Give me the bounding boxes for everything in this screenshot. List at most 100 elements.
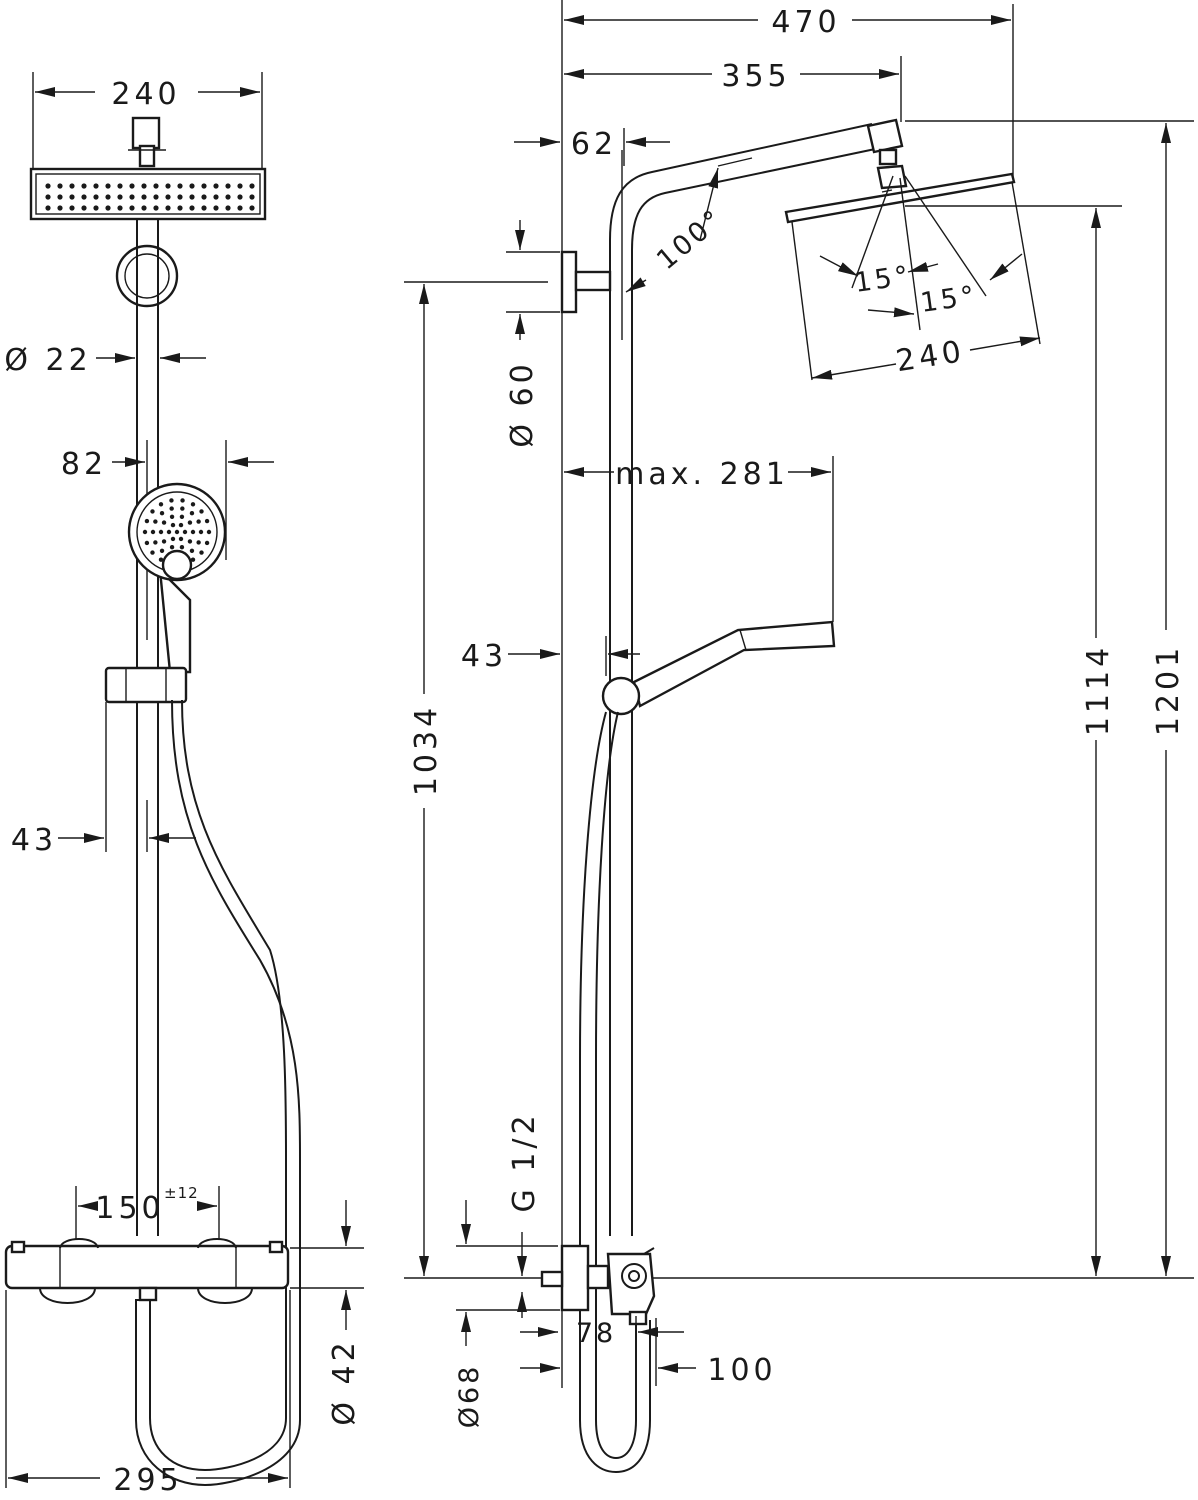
nozzle-dot bbox=[81, 205, 87, 211]
nozzle-dot bbox=[150, 509, 155, 514]
nozzle-dot bbox=[178, 536, 184, 542]
side-total-height-dimension: 1201 bbox=[905, 120, 1194, 1276]
nozzle-dot bbox=[198, 529, 204, 535]
front-handshower bbox=[127, 482, 227, 674]
nozzle-dot bbox=[93, 183, 99, 189]
side-thermostat-depth-dimension: 100 bbox=[520, 1318, 773, 1388]
nozzle-dot bbox=[117, 194, 123, 200]
nozzle-dot bbox=[179, 514, 185, 519]
nozzle-dot bbox=[249, 205, 255, 211]
nozzle-dot bbox=[159, 511, 165, 516]
nozzle-dot bbox=[153, 205, 159, 211]
nozzle-dot bbox=[161, 539, 167, 544]
nozzle-dot bbox=[187, 539, 193, 544]
side-rosette-diameter-dimension: Ø68 bbox=[454, 1292, 560, 1428]
side-hose bbox=[579, 711, 651, 1474]
nozzle-dot bbox=[142, 529, 148, 535]
nozzle-dot bbox=[81, 194, 87, 200]
side-bracket-diameter-label: Ø 60 bbox=[505, 360, 540, 447]
front-thermostat-diameter-dimension: Ø 42 bbox=[290, 1200, 364, 1426]
nozzle-dot bbox=[141, 183, 147, 189]
nozzle-dot bbox=[237, 194, 243, 200]
side-head-height-dimension: 1114 bbox=[1081, 208, 1116, 1276]
nozzle-dot bbox=[196, 519, 201, 524]
nozzle-dot bbox=[159, 548, 165, 553]
nozzle-dot bbox=[150, 529, 156, 535]
nozzle-dot bbox=[169, 545, 175, 550]
nozzle-dot bbox=[189, 511, 195, 516]
nozzle-dot bbox=[213, 205, 219, 211]
nozzle-dot bbox=[180, 506, 185, 511]
nozzle-dot bbox=[141, 194, 147, 200]
nozzle-dot bbox=[158, 502, 164, 507]
nozzle-dot bbox=[45, 194, 51, 200]
side-head-width-dimension: 240 bbox=[811, 334, 1041, 380]
side-head-height-label: 1114 bbox=[1081, 644, 1116, 736]
side-wall-offset-label: 62 bbox=[571, 127, 617, 162]
front-connection-tolerance-label: ±12 bbox=[164, 1184, 199, 1202]
nozzle-dot bbox=[225, 183, 231, 189]
nozzle-dot bbox=[169, 514, 175, 519]
nozzle-dot bbox=[81, 183, 87, 189]
front-view: 240 Ø 22 bbox=[4, 72, 364, 1498]
front-handshower-dimension: 82 bbox=[61, 440, 274, 640]
nozzle-dot bbox=[179, 545, 185, 550]
nozzle-dot bbox=[189, 205, 195, 211]
nozzle-dot bbox=[144, 540, 150, 546]
side-riser-and-arm bbox=[609, 123, 881, 1236]
nozzle-dot bbox=[153, 540, 158, 545]
nozzle-dot bbox=[170, 522, 176, 528]
front-slider bbox=[104, 666, 188, 704]
front-thermostat bbox=[4, 1238, 290, 1304]
side-total-projection-dimension: 470 bbox=[564, 4, 1014, 180]
front-head-width-dimension: 240 bbox=[32, 72, 263, 170]
nozzle-dot bbox=[129, 183, 135, 189]
side-bracket-diameter-dimension: Ø 60 bbox=[505, 220, 560, 448]
side-slider-label: 43 bbox=[461, 639, 507, 674]
nozzle-dot bbox=[178, 522, 184, 528]
nozzle-dot bbox=[199, 550, 204, 555]
front-head-width-label: 240 bbox=[111, 77, 180, 112]
nozzle-dot bbox=[69, 183, 75, 189]
side-arm-angle-label: 100° bbox=[651, 203, 730, 276]
front-pipe-diameter-dimension: Ø 22 bbox=[4, 343, 206, 378]
nozzle-dot bbox=[93, 205, 99, 211]
side-connection-depth-dimension: 78 bbox=[520, 1316, 684, 1349]
nozzle-dot bbox=[213, 194, 219, 200]
nozzle-dot bbox=[105, 194, 111, 200]
front-thermostat-diameter-label: Ø 42 bbox=[327, 1338, 362, 1425]
nozzle-dot bbox=[180, 498, 185, 503]
nozzle-dot bbox=[190, 529, 196, 535]
nozzle-dot bbox=[225, 194, 231, 200]
nozzle-dot bbox=[249, 183, 255, 189]
side-arm-projection-dimension: 355 bbox=[564, 56, 902, 122]
side-total-height-label: 1201 bbox=[1151, 644, 1186, 736]
nozzle-dot bbox=[201, 194, 207, 200]
nozzle-dot bbox=[144, 518, 150, 524]
nozzle-dot bbox=[177, 205, 183, 211]
nozzle-dot bbox=[204, 540, 210, 546]
nozzle-dot bbox=[177, 183, 183, 189]
nozzle-dot bbox=[187, 520, 193, 525]
side-max-reach-label: max. 281 bbox=[615, 457, 789, 492]
nozzle-dot bbox=[161, 520, 167, 525]
nozzle-dot bbox=[213, 183, 219, 189]
nozzle-dot bbox=[169, 506, 174, 511]
nozzle-dot bbox=[45, 205, 51, 211]
nozzle-dot bbox=[190, 557, 196, 562]
front-pipe-diameter-label: Ø 22 bbox=[4, 343, 91, 378]
nozzle-dot bbox=[174, 529, 180, 535]
nozzle-dot bbox=[189, 183, 195, 189]
nozzle-dot bbox=[165, 205, 171, 211]
nozzle-dot bbox=[129, 194, 135, 200]
nozzle-dot bbox=[158, 529, 164, 535]
nozzle-dot bbox=[69, 205, 75, 211]
nozzle-dot bbox=[141, 205, 147, 211]
front-slider-label: 43 bbox=[11, 823, 57, 858]
side-wall-bracket bbox=[560, 250, 612, 314]
nozzle-dot bbox=[166, 529, 172, 535]
nozzle-dot bbox=[153, 194, 159, 200]
side-wall-offset-dimension: 62 bbox=[514, 127, 670, 166]
nozzle-dot bbox=[153, 519, 158, 524]
